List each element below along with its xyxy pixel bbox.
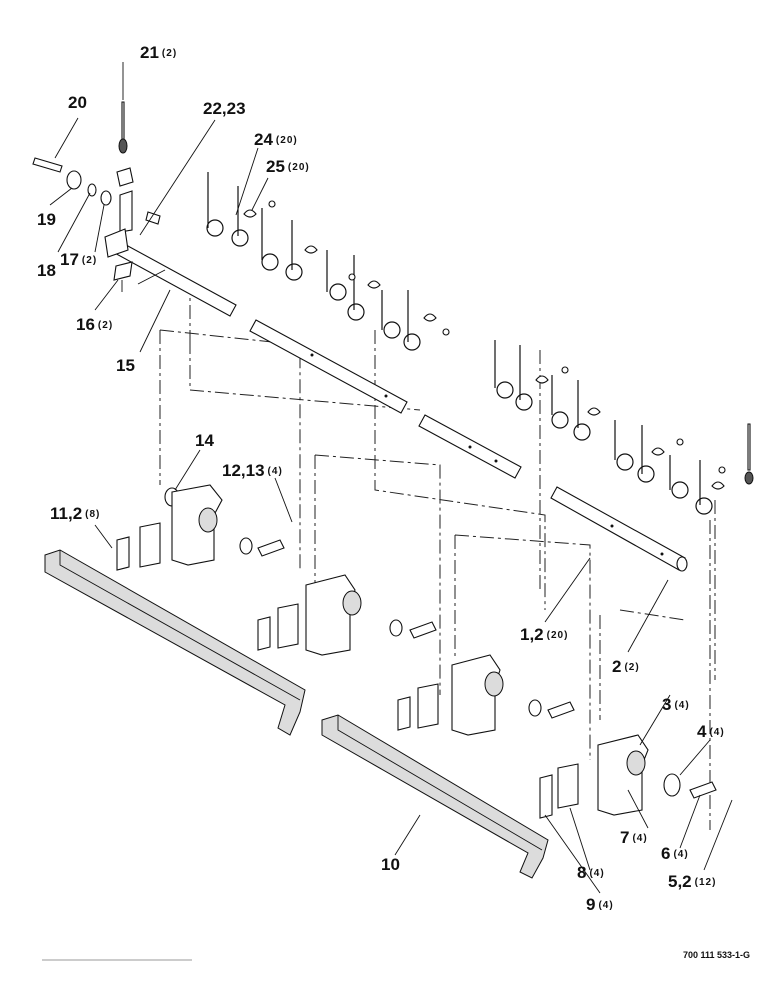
callout-24: 24(20) — [254, 130, 298, 149]
callout-8: 8(4) — [577, 863, 605, 882]
callout-2: 2(2) — [612, 657, 640, 676]
callout-15: 15 — [116, 356, 135, 375]
callout-6: 6(4) — [661, 844, 689, 863]
leader-lines — [49, 62, 733, 894]
callout-7: 7(4) — [620, 828, 648, 847]
document-number: 700 111 533-1-G — [683, 950, 750, 960]
callout-4: 4(4) — [697, 722, 725, 741]
bearing-assembly-3 — [397, 654, 575, 736]
callout-9: 9(4) — [586, 895, 614, 914]
callout-1-2: 1,2(20) — [520, 625, 568, 644]
mount-channels — [44, 549, 549, 879]
callout-19: 19 — [37, 210, 56, 229]
left-end-hardware — [32, 101, 166, 292]
callout-3: 3(4) — [662, 695, 690, 714]
callout-22-23: 22,23 — [203, 99, 246, 118]
callout-18: 18 — [37, 261, 56, 280]
bearing-assembly-2 — [257, 574, 437, 656]
bearing-assembly-1 — [116, 484, 285, 571]
callout-21: 21(2) — [140, 43, 177, 62]
callouts: 21(2) 20 22,23 24(20) 25(20) 19 18 17(2)… — [37, 43, 725, 914]
phantom-lines — [159, 280, 716, 830]
tine-clamps — [243, 200, 726, 490]
bearing-assembly-4 — [539, 734, 717, 819]
callout-12-13: 12,13(4) — [222, 461, 283, 480]
callout-17: 17(2) — [60, 250, 97, 269]
callout-20: 20 — [68, 93, 87, 112]
callout-10: 10 — [381, 855, 400, 874]
callout-16: 16(2) — [76, 315, 113, 334]
spring-tines — [206, 172, 754, 515]
callout-14: 14 — [195, 431, 214, 450]
callout-25: 25(20) — [266, 157, 310, 176]
callout-11-2: 11,2(8) — [50, 504, 100, 523]
callout-5-2: 5,2(12) — [668, 872, 716, 891]
